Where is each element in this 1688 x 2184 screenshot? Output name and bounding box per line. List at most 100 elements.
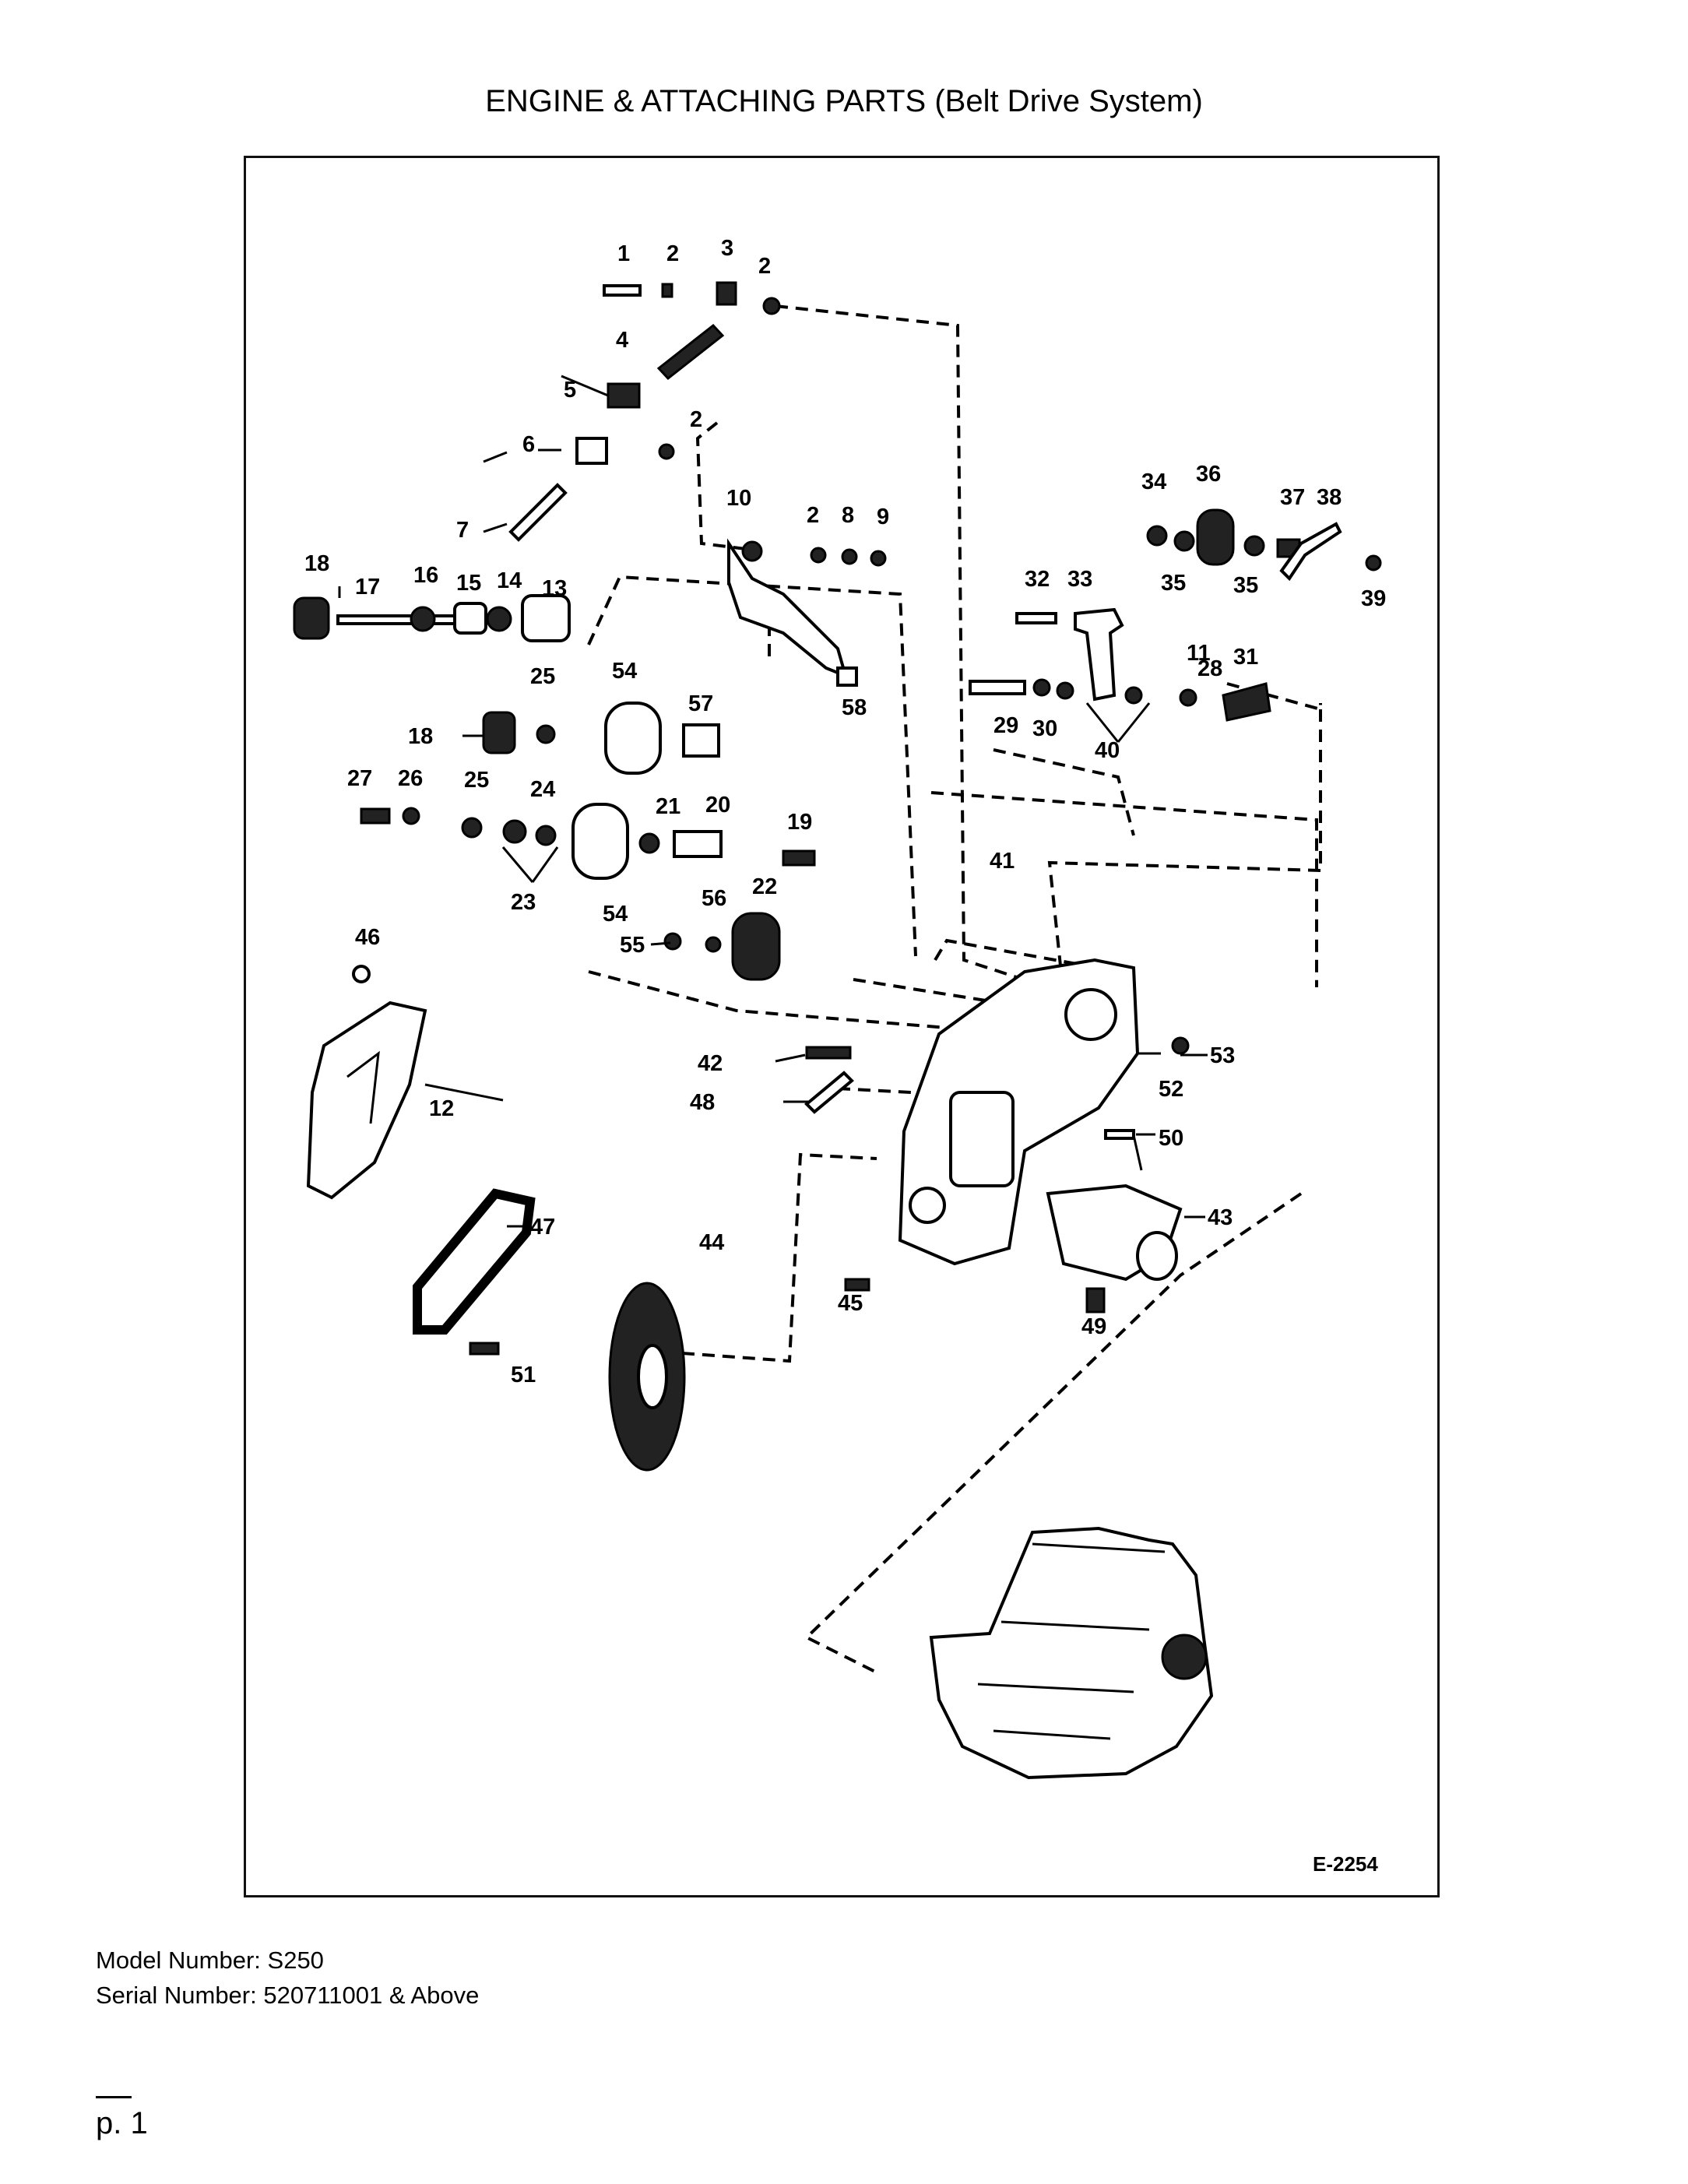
plate-hole [909,1187,946,1224]
washer-part [461,817,483,839]
washer-part [1173,530,1195,552]
spring-part [656,323,725,381]
callout-label: 24 [530,777,555,802]
callout-label: 40 [1095,738,1120,763]
callout-label: 52 [1159,1077,1183,1102]
washer-part [1124,686,1143,705]
bolt-part [805,1046,852,1060]
plate-hole [1064,988,1117,1041]
pin-part [1104,1129,1135,1140]
callout-label: 12 [429,1096,454,1121]
callout-label: 21 [656,794,680,819]
nut-part [870,550,887,567]
callout-label: 58 [842,695,867,720]
assembly-line [934,938,1099,969]
callout-label: 2 [690,407,702,432]
callout-label: 2 [807,503,819,528]
drive-pulley-part [731,912,781,981]
callout-label: 31 [1233,645,1258,670]
callout-label: 33 [1067,567,1092,592]
callout-labels: 1 2 3 2 4 5 6 2 7 10 2 8 9 18 17 16 15 1… [304,236,1386,1876]
idler-pulley-part [571,803,629,880]
callout-label: 35 [1233,573,1258,598]
callout-label: 16 [413,563,438,588]
callout-label: 38 [1317,485,1342,510]
callout-label: 44 [699,1230,724,1255]
callout-label: 46 [355,925,380,950]
bolt-part [969,680,1026,695]
assembly-line [1047,860,1321,996]
callout-label: 22 [752,874,777,899]
callout-label: 17 [355,575,380,600]
bearing-part [502,819,527,844]
callout-label: 43 [1208,1205,1233,1230]
tension-arm-part [1074,607,1124,702]
callout-label: 23 [511,890,536,915]
callout-label: 9 [877,505,889,529]
assembly-line [930,791,1318,987]
engine-part [929,1526,1214,1780]
page-title: ENGINE & ATTACHING PARTS (Belt Drive Sys… [485,84,1203,118]
callout-label: 29 [993,713,1018,738]
callout-label: 37 [1280,485,1305,510]
cover-rib [346,1050,380,1124]
assembly-line [681,1152,877,1363]
nut-part [836,666,858,687]
washer-part [1032,678,1051,697]
spring-part [1222,682,1271,722]
block-part [607,382,641,409]
pulley-part [482,711,516,754]
washer-part [535,825,557,846]
callout-label: 54 [603,902,628,927]
pulley-hub [637,1344,668,1409]
exploded-parts-diagram: 1 2 3 2 4 5 6 2 7 10 2 8 9 18 17 16 15 1… [244,156,1440,1897]
callout-label: 25 [530,664,555,689]
page-number: p. 1 [96,2106,148,2140]
page-rule [96,2096,132,2098]
washer-part [410,606,436,632]
washer-part [810,547,827,564]
callout-label: 30 [1032,716,1057,741]
bolt-part [336,614,464,625]
callout-label: 50 [1159,1126,1183,1151]
pulley-part [1196,508,1235,566]
callout-label: 19 [787,810,812,835]
callout-label: 18 [304,551,329,576]
callout-label: 42 [698,1051,723,1076]
bolt-part [469,1342,500,1356]
callout-label: 25 [464,768,489,793]
bolt-part [603,284,642,297]
washer-part [638,832,660,854]
bolt-part [782,849,816,867]
callout-label: 7 [456,518,469,543]
serial-number: Serial Number: 520711001 & Above [96,1982,480,2009]
bracket-part [804,1071,854,1114]
nut-part [661,283,673,298]
bolt-part [844,1278,870,1292]
bolt-part [1015,612,1057,624]
callout-label: 54 [612,659,637,684]
pulley-part [293,596,330,640]
block-part [575,437,608,465]
drive-belt-part [413,1188,536,1335]
callout-label: 1 [617,241,630,266]
callout-label: 6 [522,432,535,457]
washer-part [1243,535,1265,557]
idler-pulley-part [604,702,662,775]
washer-part [352,965,371,983]
callout-label: 20 [705,793,730,818]
belt-cover-part [306,1001,427,1200]
plate-opening [949,1091,1015,1187]
engine-detail [977,1542,1166,1740]
bracket-part [1279,522,1342,582]
washer-part [402,807,420,825]
callout-label: 49 [1081,1314,1106,1339]
figure-code: E-2254 [1313,1852,1378,1876]
callout-label: 47 [530,1215,555,1240]
callout-label: 32 [1025,567,1050,592]
callout-label: 48 [690,1090,715,1115]
nut-part [1171,1036,1190,1055]
callout-label: 2 [666,241,679,266]
callout-label: 8 [842,503,854,528]
bolt-part [1085,1287,1106,1314]
